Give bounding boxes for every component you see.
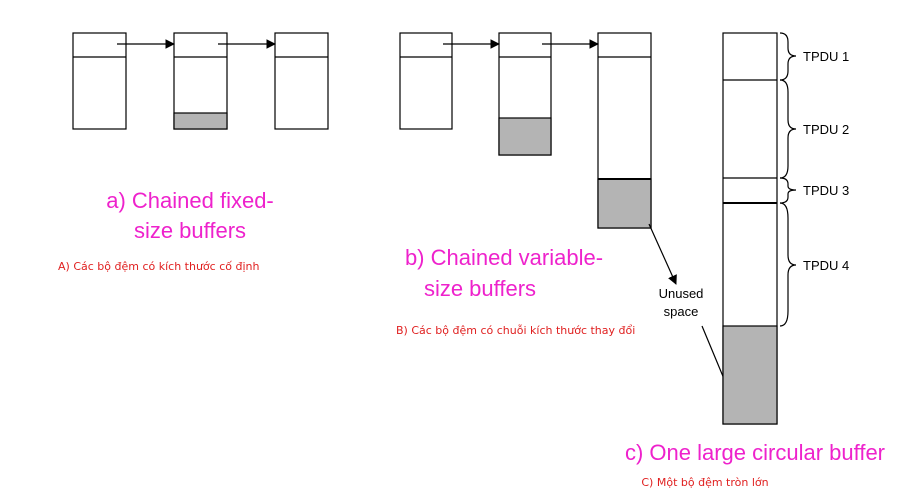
variable-buffer-1 xyxy=(399,32,453,130)
circular-buffer-unused xyxy=(722,325,778,425)
tpdu-4-label: TPDU 4 xyxy=(803,258,849,273)
tpdu-2-label: TPDU 2 xyxy=(803,122,849,137)
variable-buffer-2-unused xyxy=(498,117,552,156)
fixed-buffer-2 xyxy=(173,32,228,130)
tpdu-1-brace xyxy=(779,32,797,81)
variable-buffer-3 xyxy=(597,32,652,229)
panel-a-caption-line2: size buffers xyxy=(134,218,246,243)
tpdu-2-brace xyxy=(779,79,797,179)
unused-space-pointer-up xyxy=(648,223,677,285)
circular-buffer xyxy=(722,32,778,425)
panel-a: a) Chained fixed- size buffers A) Các bộ… xyxy=(58,32,329,273)
panel-b-caption-line1: b) Chained variable- xyxy=(405,245,603,270)
fixed-buffer-1 xyxy=(72,32,127,130)
tpdu-3-brace xyxy=(779,177,797,204)
unused-space-label-line1: Unused xyxy=(659,286,704,301)
panel-b-subcaption: B) Các bộ đệm có chuỗi kích thước thay đ… xyxy=(396,324,635,337)
panel-a-subcaption: A) Các bộ đệm có kích thước cố định xyxy=(58,260,259,273)
tpdu-3-label: TPDU 3 xyxy=(803,183,849,198)
tpdu-4-brace xyxy=(779,202,797,327)
fixed-buffer-2-unused xyxy=(173,112,228,130)
tpdu-1-label: TPDU 1 xyxy=(803,49,849,64)
panel-c-caption: c) One large circular buffer xyxy=(625,440,885,465)
panel-c: TPDU 1 TPDU 2 TPDU 3 TPDU 4 c) One large… xyxy=(625,32,885,489)
panel-c-subcaption: C) Một bộ đệm tròn lớn xyxy=(641,476,768,489)
fixed-buffer-3 xyxy=(274,32,329,130)
variable-buffer-3-unused xyxy=(597,178,652,229)
panel-b-caption-line2: size buffers xyxy=(424,276,536,301)
unused-space-label-line2: space xyxy=(664,304,699,319)
panel-a-caption-line1: a) Chained fixed- xyxy=(106,188,274,213)
variable-buffer-2 xyxy=(498,32,552,156)
panel-b: b) Chained variable- size buffers B) Các… xyxy=(396,32,734,399)
